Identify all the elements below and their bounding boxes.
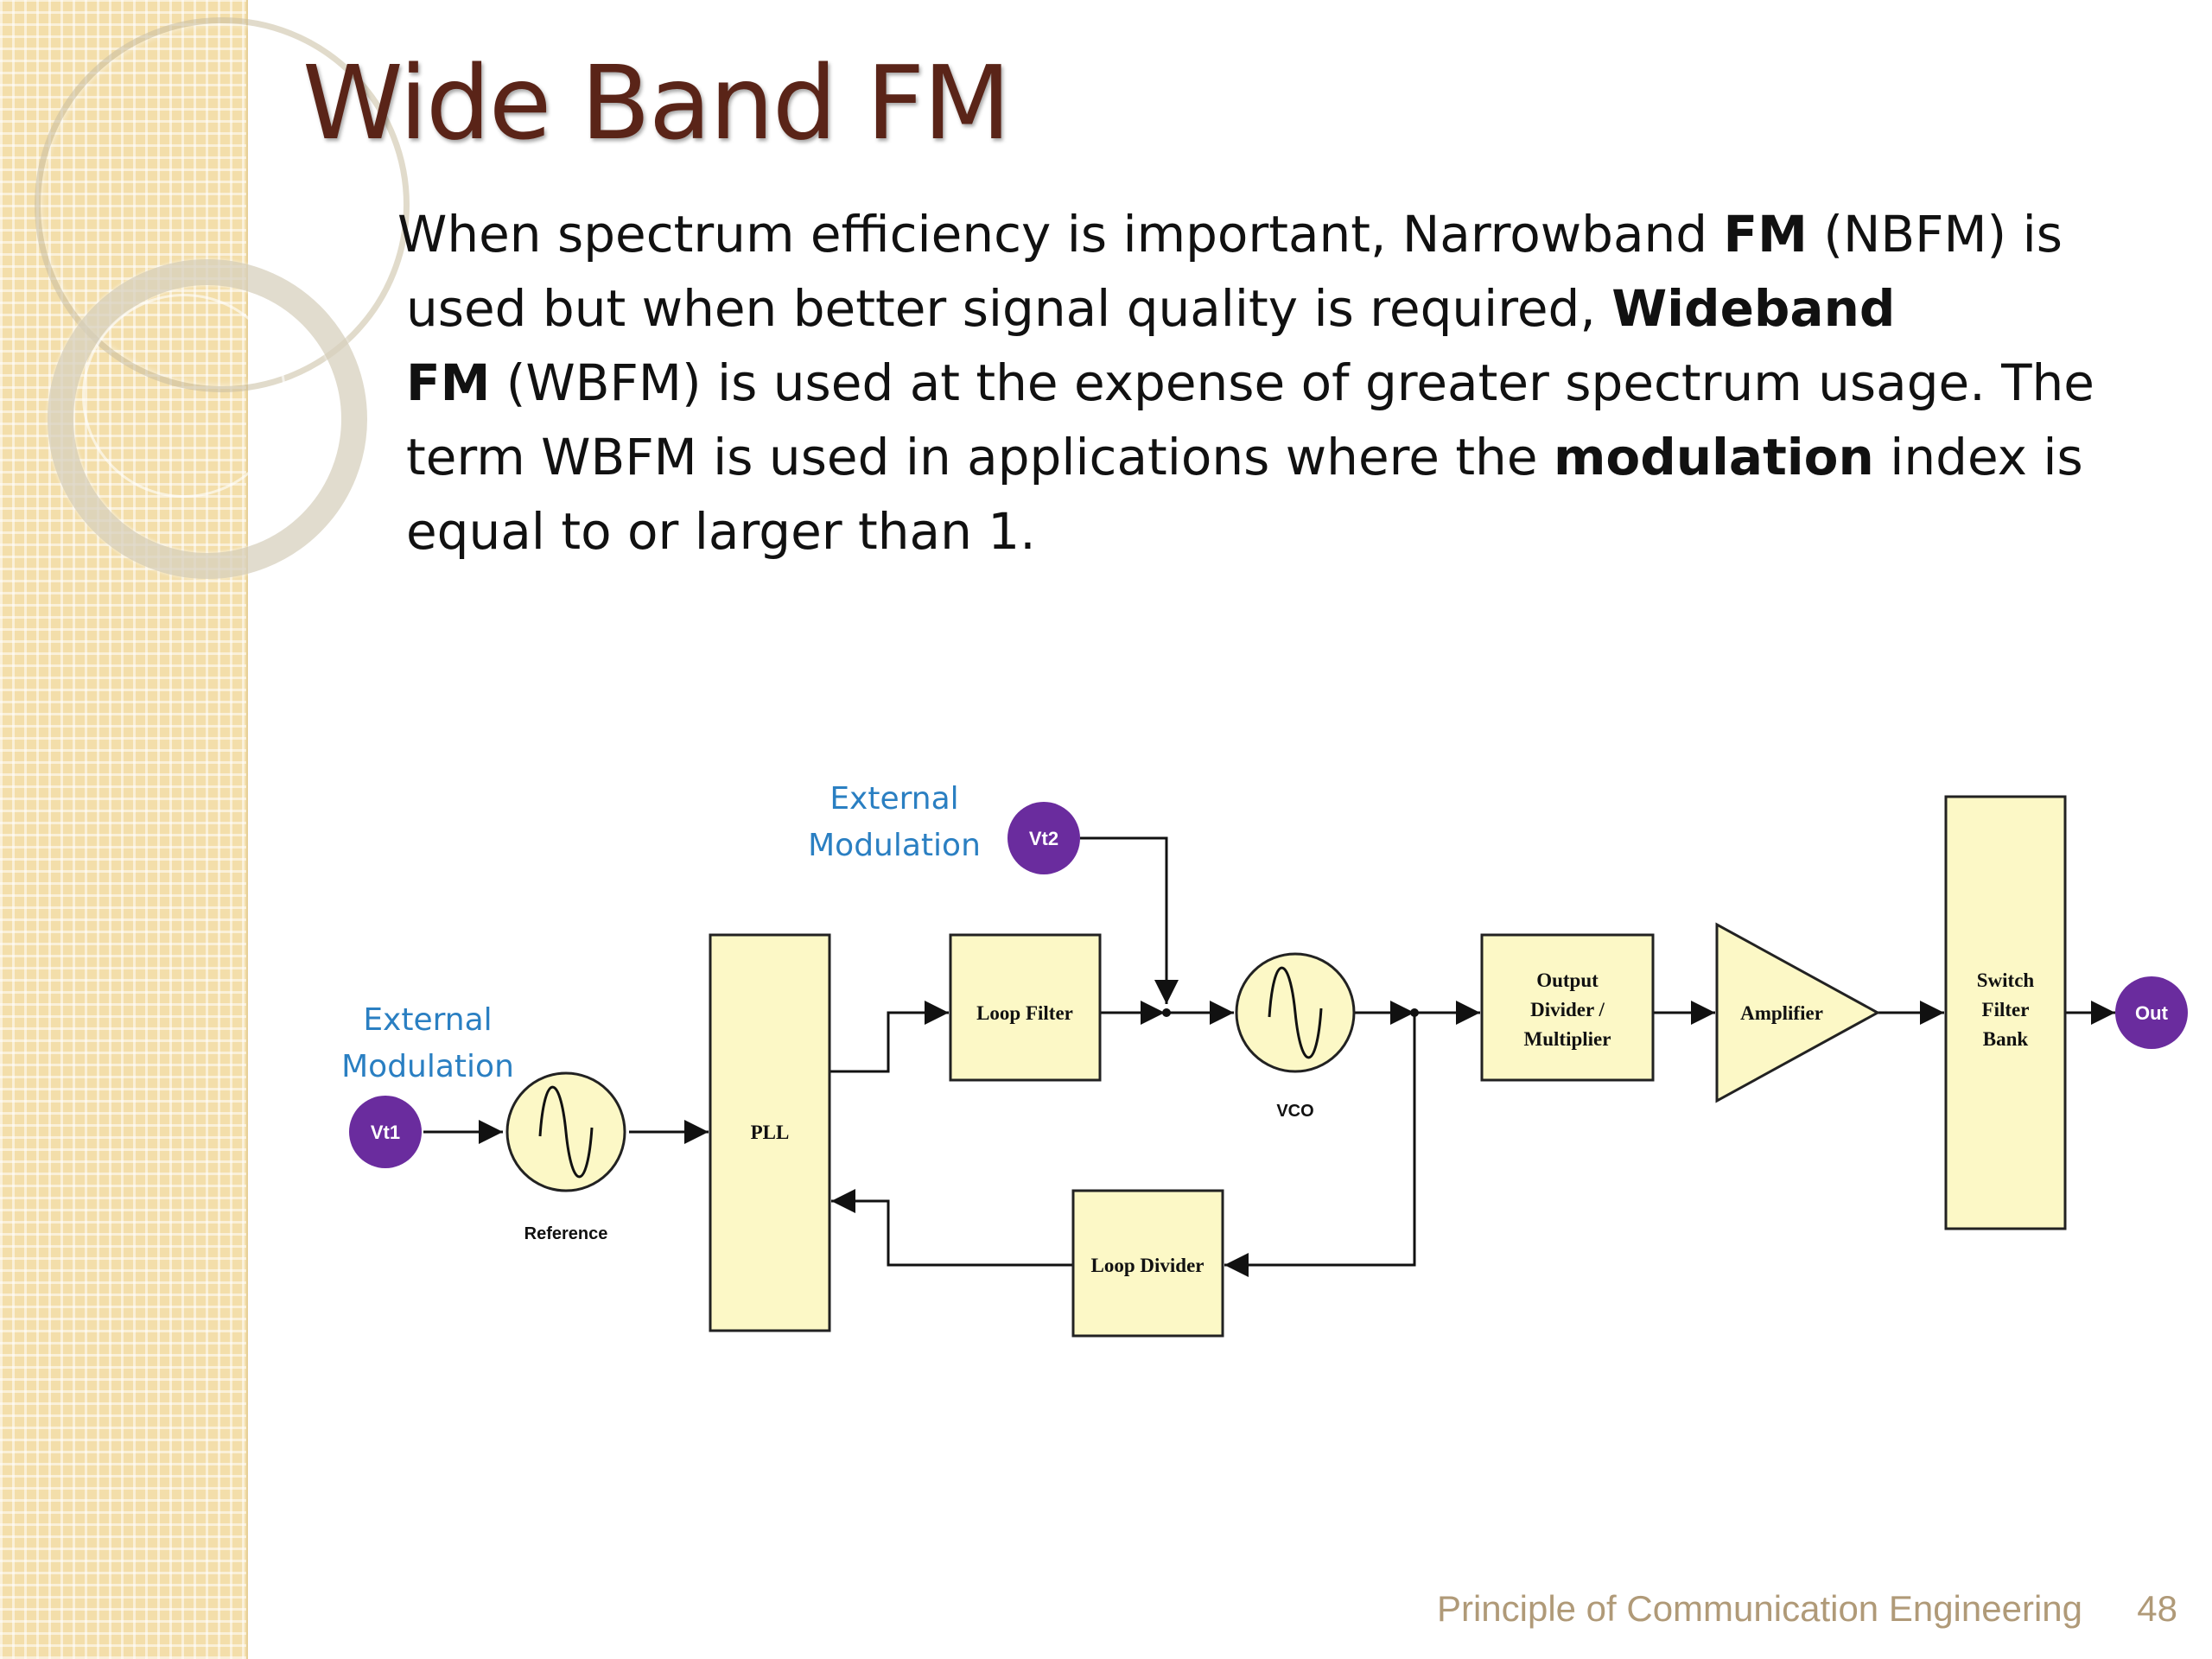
paragraph-line: FM (WBFM) is used at the expense of grea… (406, 346, 2152, 420)
external-modulation-left-label-line1: External (363, 1002, 492, 1038)
body-paragraph: When spectrum efficiency is important, N… (397, 197, 2152, 569)
loop-filter-label: Loop Filter (976, 1002, 1073, 1024)
bold-text-run: FM (1723, 205, 1808, 264)
slide-title: Wide Band FM (302, 43, 1011, 162)
footer-course-name: Principle of Communication Engineering (1436, 1588, 2082, 1629)
wire-split-to-loop-divider (1224, 1013, 1416, 1277)
wire-vt2-to-junction (1080, 836, 1179, 1004)
external-modulation-top-label-line1: External (830, 781, 958, 817)
text-run: When spectrum efficiency is important, N… (397, 205, 1724, 264)
output-divider-label-line3: Multiplier (1524, 1028, 1611, 1050)
reference-label: Reference (524, 1224, 608, 1243)
vco-label: VCO (1276, 1102, 1313, 1121)
text-run: (WBFM) is used at the expense of greater… (490, 353, 2094, 412)
pll-label: PLL (751, 1122, 790, 1143)
loop-divider-label: Loop Divider (1091, 1255, 1205, 1276)
paragraph-line: equal to or larger than 1. (406, 494, 2152, 569)
vt1-terminal (349, 1096, 422, 1168)
junction-dot (1162, 1008, 1171, 1017)
vt2-terminal (1007, 802, 1080, 874)
vt1-label: Vt1 (371, 1122, 400, 1143)
text-run: used but when better signal quality is r… (406, 279, 1612, 338)
bold-text-run: modulation (1553, 428, 1874, 486)
bold-text-run: Wideband (1611, 279, 1896, 338)
output-divider-block (1480, 933, 1655, 1082)
paragraph-line: used but when better signal quality is r… (406, 271, 2152, 346)
output-divider-label-line1: Output (1536, 969, 1599, 991)
wire-loop-divider-to-pll (831, 1189, 1073, 1267)
pll-block (709, 933, 831, 1332)
split-dot (1410, 1008, 1419, 1017)
amplifier-block (1715, 922, 1881, 1103)
text-run: index is (1873, 428, 2083, 486)
vt2-label: Vt2 (1029, 828, 1058, 849)
page-number: 48 (2137, 1588, 2177, 1629)
switch-filter-label-line1: Switch (1977, 969, 2035, 991)
sine-icon (1268, 966, 1323, 1059)
output-divider-label-line2: Divider / (1530, 999, 1605, 1020)
loop-filter-block (949, 933, 1102, 1082)
paragraph-line: term WBFM is used in applications where … (406, 420, 2152, 494)
text-run: term WBFM is used in applications where … (406, 428, 1554, 486)
decorative-side-panel (0, 0, 410, 1659)
wbfm-block-diagram: External Modulation External Modulation … (341, 781, 2188, 1338)
switch-filter-bank-block (1944, 795, 2067, 1230)
out-terminal (2115, 976, 2188, 1049)
sine-icon (538, 1085, 594, 1179)
external-modulation-left-label-line2: Modulation (341, 1049, 514, 1084)
decorative-ring (82, 294, 286, 498)
switch-filter-label-line2: Filter (1982, 999, 2030, 1020)
text-run: (NBFM) is (1807, 205, 2063, 264)
paragraph-line: When spectrum efficiency is important, N… (397, 197, 2152, 271)
text-run: equal to or larger than 1. (406, 502, 1036, 561)
wire-pll-to-loop-filter (830, 1001, 949, 1073)
out-label: Out (2135, 1002, 2169, 1024)
external-modulation-top-label-line2: Modulation (808, 828, 981, 863)
amplifier-label: Amplifier (1740, 1002, 1823, 1024)
switch-filter-label-line3: Bank (1983, 1028, 2029, 1050)
bold-text-run: FM (406, 353, 491, 412)
loop-divider-block (1071, 1189, 1224, 1338)
